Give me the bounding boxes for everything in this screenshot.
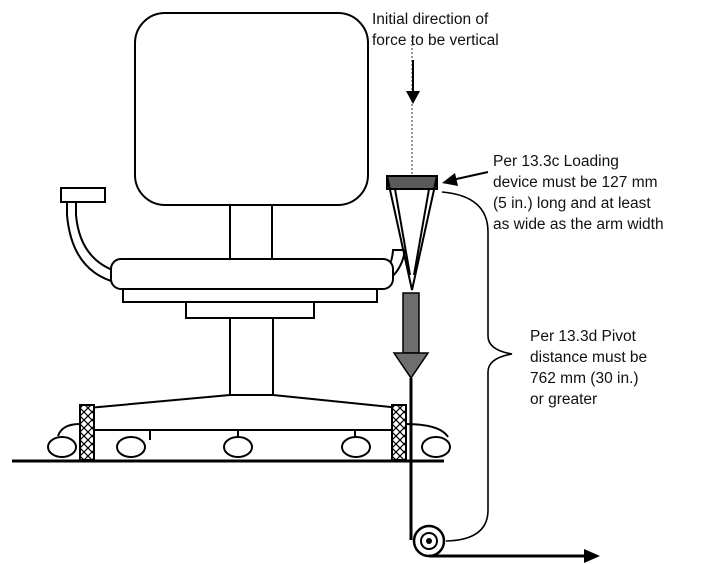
- load-direction-arrow-head: [584, 549, 600, 563]
- loading-device-line-1: Per 13.3c Loading: [493, 153, 619, 170]
- initial-direction-line-1: Initial direction of: [372, 11, 489, 28]
- caster: [47, 436, 77, 458]
- loading-device-line-4: as wide as the arm width: [493, 216, 664, 233]
- loading-device-cables: [386, 175, 438, 291]
- loading-device-line-2: device must be 127 mm: [493, 174, 658, 191]
- loading-device-pad: [386, 175, 438, 190]
- back-support-post: [229, 204, 273, 262]
- pivot-distance-line-3: 762 mm (30 in.): [530, 370, 639, 387]
- loading-device-label: Per 13.3c Loading device must be 127 mm …: [493, 151, 664, 235]
- caster: [116, 436, 146, 458]
- armrest-pad: [60, 187, 106, 203]
- initial-force-arrow-head: [406, 91, 420, 104]
- seat-cushion: [110, 258, 394, 290]
- pivot-distance-line-2: distance must be: [530, 349, 648, 366]
- pulley-hub: [426, 538, 432, 544]
- loading-device-pointer: [451, 171, 489, 181]
- caster: [421, 436, 451, 458]
- caster: [341, 436, 371, 458]
- force-arrow-shaft: [402, 292, 420, 354]
- initial-direction-line-2: force to be vertical: [372, 32, 499, 49]
- restraint-block-right: [391, 404, 407, 461]
- caster: [223, 436, 253, 458]
- column: [229, 317, 274, 396]
- chair-backrest: [134, 12, 369, 206]
- initial-direction-label: Initial direction of force to be vertica…: [372, 9, 499, 51]
- pivot-distance-line-1: Per 13.3d Pivot: [530, 328, 636, 345]
- force-arrow-head: [392, 352, 430, 380]
- restraint-block-left: [79, 404, 95, 461]
- loading-device-pointer-head: [442, 173, 458, 186]
- pivot-distance-line-4: or greater: [530, 391, 598, 408]
- loading-device-line-3: (5 in.) long and at least: [493, 195, 651, 212]
- chair-base: [87, 394, 401, 431]
- base-legs: [57, 423, 449, 440]
- seat-pan: [122, 288, 378, 303]
- pivot-distance-brace: [441, 191, 513, 542]
- pivot-distance-label: Per 13.3d Pivot distance must be 762 mm …: [530, 326, 647, 410]
- mechanism-plate: [185, 301, 315, 319]
